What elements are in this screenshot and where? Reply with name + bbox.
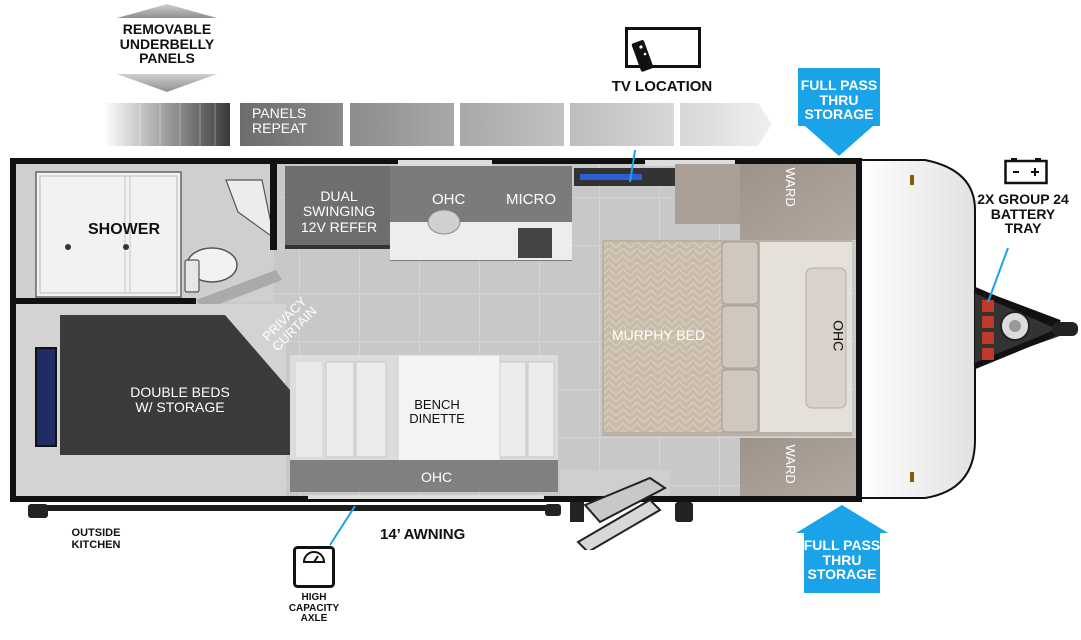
tv-icon bbox=[625, 27, 701, 72]
battery-icon bbox=[1004, 157, 1048, 185]
outside-kitchen-label: OUTSIDE KITCHEN bbox=[71, 527, 121, 551]
awning-label: 14’ AWNING bbox=[380, 526, 466, 543]
ward-bottom-label: WARD bbox=[782, 444, 798, 484]
removable-panels-label: REMOVABLE UNDERBELLY PANELS bbox=[119, 21, 215, 67]
ward-top-label: WARD bbox=[782, 167, 798, 207]
micro-label: MICRO bbox=[506, 191, 556, 208]
murphy-bed-label: MURPHY BED bbox=[612, 327, 706, 343]
shower-label: SHOWER bbox=[88, 221, 160, 238]
double-beds-label: DOUBLE BEDS W/ STORAGE bbox=[130, 384, 230, 416]
full-pass-thru-arrow-bottom bbox=[792, 505, 892, 595]
ohc-front-label: OHC bbox=[830, 320, 847, 352]
high-capacity-axle-label: HIGH CAPACITY AXLE bbox=[288, 592, 340, 624]
scale-icon bbox=[293, 546, 335, 588]
battery-tray-label: 2X GROUP 24 BATTERY TRAY bbox=[977, 191, 1069, 237]
full-pass-thru-arrow-top bbox=[795, 68, 883, 158]
ohc-kitchen-label: OHC bbox=[432, 191, 466, 208]
floor-plan: SHOWER DUAL SWINGING 12V REFER OHC MICRO… bbox=[0, 150, 1081, 550]
dual-swinging-refer-label: DUAL SWINGING 12V REFER bbox=[300, 188, 378, 235]
ohc-dinette-label: OHC bbox=[421, 469, 453, 485]
bench-dinette-label: BENCH DINETTE bbox=[409, 397, 465, 427]
panels-repeat-label: PANELS REPEAT bbox=[252, 105, 307, 137]
tv-location-label: TV LOCATION bbox=[611, 78, 713, 95]
underbelly-panels: REMOVABLE UNDERBELLY PANELS PANELS REPEA… bbox=[0, 0, 1081, 160]
full-pass-thru-label-bottom: FULL PASS THRU STORAGE bbox=[803, 537, 881, 583]
full-pass-thru-label-top: FULL PASS THRU STORAGE bbox=[800, 77, 878, 123]
